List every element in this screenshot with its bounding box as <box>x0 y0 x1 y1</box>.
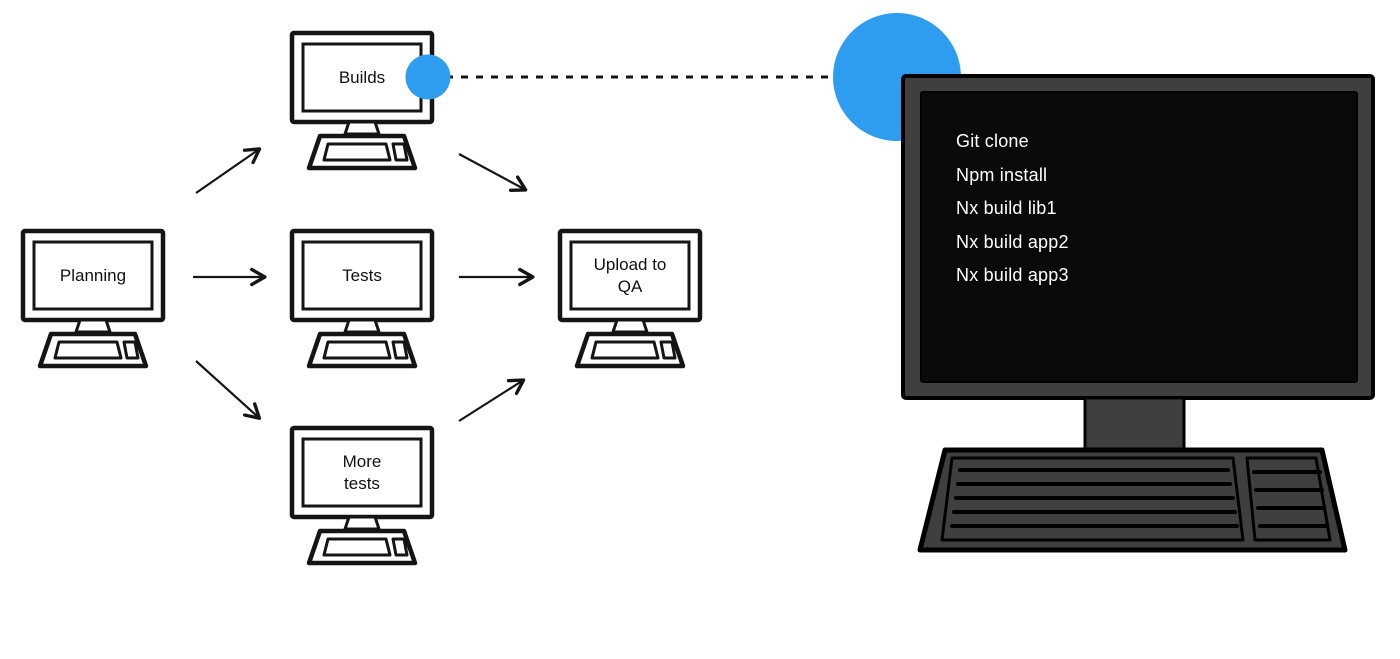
terminal-line: Npm install <box>956 164 1048 185</box>
node-upload-qa-label: Upload to QA <box>593 255 667 296</box>
terminal-line: Nx build lib1 <box>956 198 1057 219</box>
terminal-computer-illustration <box>901 74 1375 553</box>
node-builds: Builds <box>289 30 435 172</box>
terminal-computer: Git clone Npm install Nx build lib1 Nx b… <box>900 73 1378 555</box>
node-planning: Planning <box>20 228 166 370</box>
terminal-output: Git clone Npm install Nx build lib1 Nx b… <box>956 125 1069 293</box>
arrow-more-tests-to-upload-qa <box>458 378 526 422</box>
terminal-line: Nx build app3 <box>956 265 1069 286</box>
keyboard-numpad <box>1245 456 1332 542</box>
node-tests-label: Tests <box>342 265 382 285</box>
arrow-builds-to-upload-qa <box>458 153 528 192</box>
node-more-tests-label: More tests <box>342 452 382 493</box>
monitor-stand <box>1083 396 1186 453</box>
monitor-screen <box>920 91 1358 383</box>
node-upload-qa: Upload to QA <box>557 228 703 370</box>
node-builds-label: Builds <box>338 67 386 87</box>
terminal-line: Git clone <box>956 131 1029 151</box>
node-planning-label: Planning <box>59 265 127 285</box>
keyboard-key-rows <box>950 468 1239 528</box>
arrow-planning-to-more-tests <box>195 360 262 420</box>
keyboard-numpad-rows <box>1252 470 1328 528</box>
node-more-tests: More tests <box>289 425 435 567</box>
terminal-line: Nx build app2 <box>956 231 1069 252</box>
node-tests: Tests <box>289 228 435 370</box>
arrow-planning-to-builds <box>195 147 262 194</box>
